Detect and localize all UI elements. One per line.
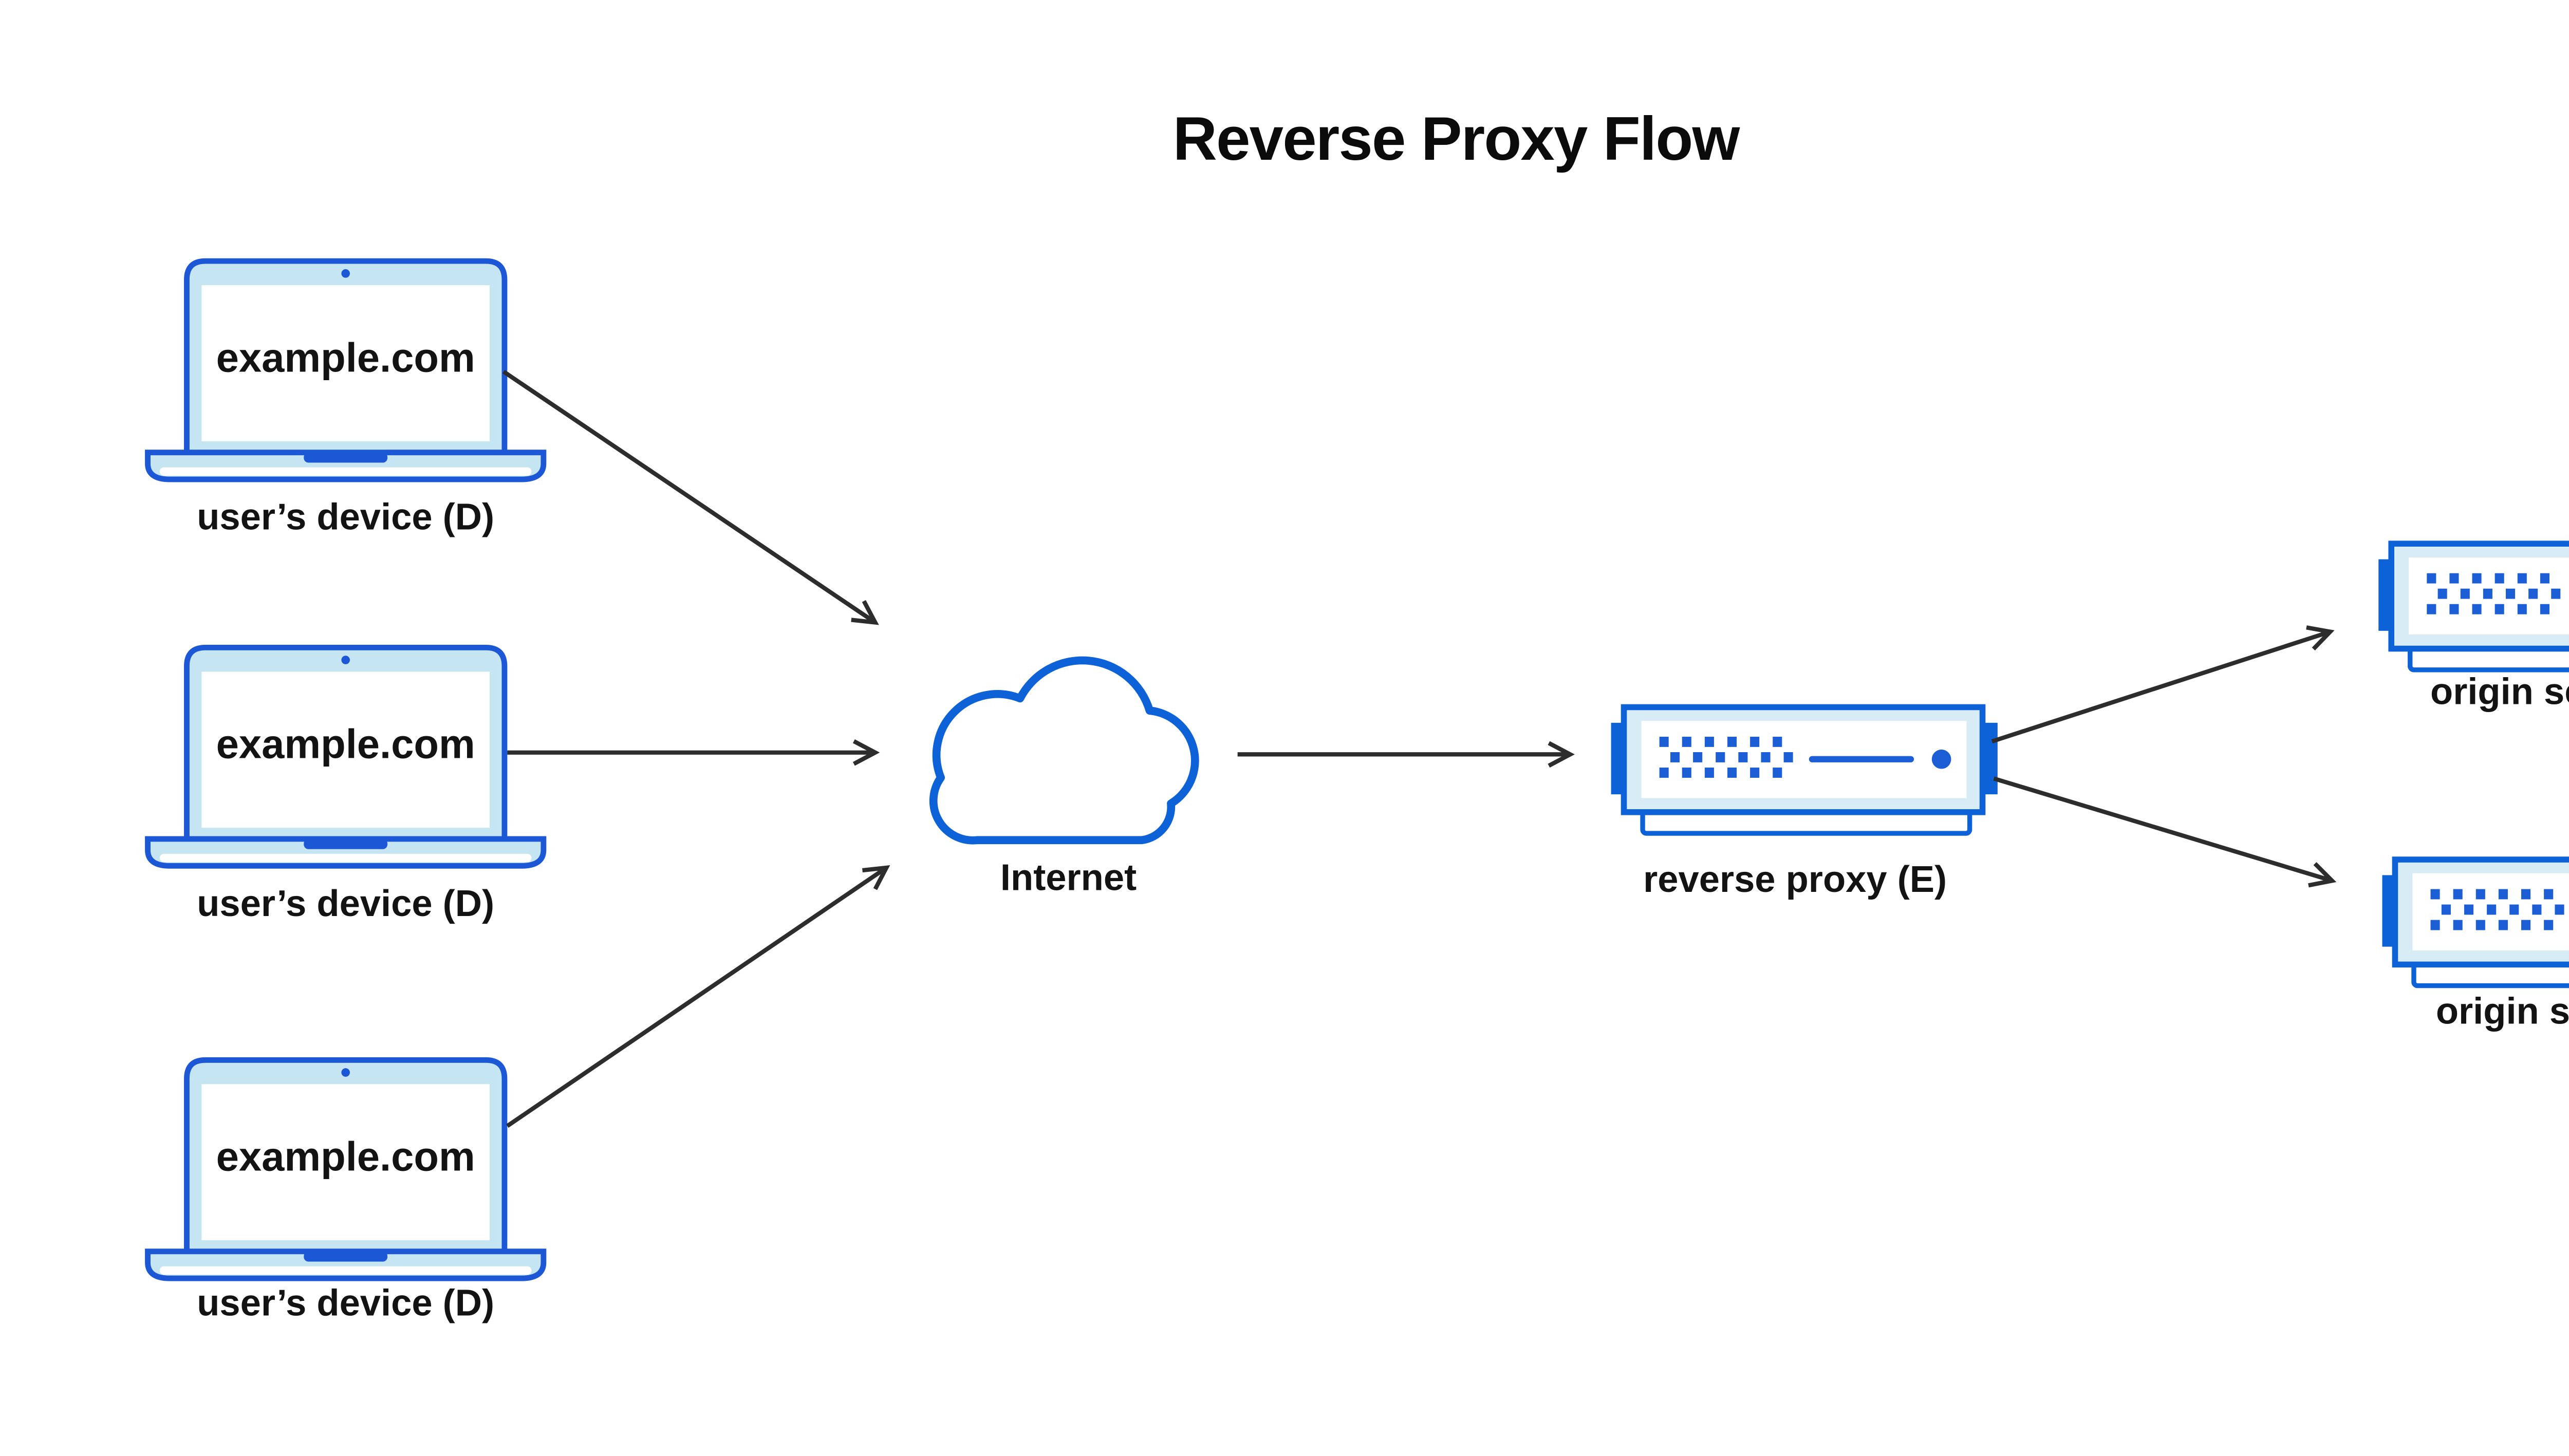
origin-server-icon-1 (2378, 544, 2569, 670)
arrow-device1-to-internet (502, 369, 879, 625)
origin-server-icon-2 (2382, 860, 2569, 986)
device-screen-text-1: example.com (216, 334, 475, 381)
arrow-device3-to-internet (506, 865, 890, 1128)
arrow-internet-to-proxy (1237, 741, 1575, 768)
reverse-proxy-server-icon (1611, 707, 1998, 833)
origin-server-label-2: origin server (F) (2435, 992, 2569, 1033)
device-label-1: user’s device (D) (197, 498, 495, 539)
arrow-proxy-to-origin1 (1991, 625, 2335, 743)
internet-label: Internet (1000, 858, 1137, 900)
origin-server-label-1: origin server (F) (2430, 673, 2569, 714)
device-screen-text-3: example.com (216, 1133, 475, 1180)
arrow-proxy-to-origin2 (1993, 776, 2337, 888)
device-label-3: user’s device (D) (197, 1284, 495, 1325)
device-screen-text-2: example.com (216, 721, 475, 768)
page-title: Reverse Proxy Flow (1172, 104, 1740, 173)
reverse-proxy-label: reverse proxy (E) (1643, 860, 1947, 902)
device-label-2: user’s device (D) (197, 884, 495, 926)
arrow-device2-to-internet (507, 739, 880, 766)
internet-cloud-icon (929, 656, 1199, 845)
